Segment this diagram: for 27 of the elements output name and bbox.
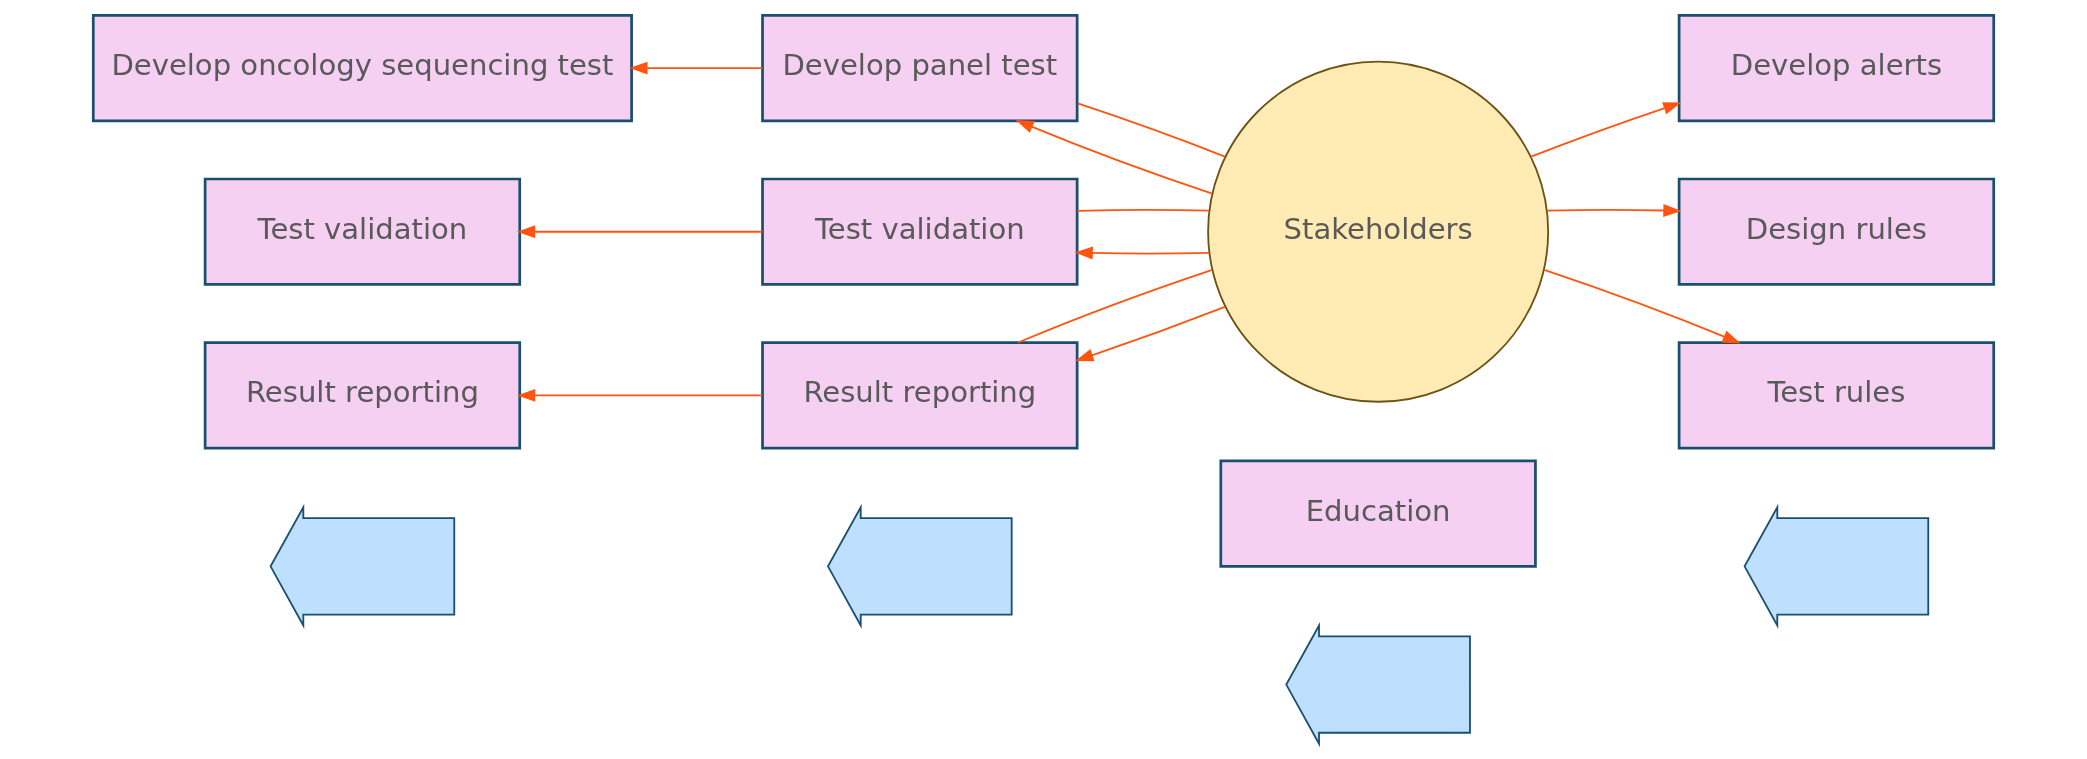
arrow xyxy=(1546,204,1682,217)
node-box: Education xyxy=(1219,459,1537,568)
connector xyxy=(1017,268,1214,344)
node-box: Test validation xyxy=(203,177,522,286)
node-box: Develop oncology sequencing test xyxy=(91,13,633,123)
connector xyxy=(1076,209,1210,212)
arrow xyxy=(517,225,764,239)
node-box: Test rules xyxy=(1677,341,1996,450)
arrow xyxy=(629,61,764,75)
arrow xyxy=(517,389,764,402)
connector xyxy=(1076,102,1226,158)
node-box: Design rules xyxy=(1677,177,1996,286)
node-arrow xyxy=(1743,503,1930,629)
node-box: Develop alerts xyxy=(1677,13,1996,123)
node-box: Result reporting xyxy=(203,341,522,450)
node-box: Develop panel test xyxy=(761,13,1079,123)
arrow xyxy=(1074,246,1210,260)
node-circle: Stakeholders xyxy=(1207,60,1550,403)
node-arrow xyxy=(269,503,456,629)
node-arrow xyxy=(826,503,1013,629)
arrow xyxy=(1530,102,1682,158)
arrow xyxy=(1543,268,1741,344)
arrow xyxy=(1015,119,1214,195)
arrow xyxy=(1075,306,1226,362)
node-box: Result reporting xyxy=(761,341,1079,450)
node-arrow xyxy=(1285,621,1471,748)
node-box: Test validation xyxy=(761,177,1079,286)
